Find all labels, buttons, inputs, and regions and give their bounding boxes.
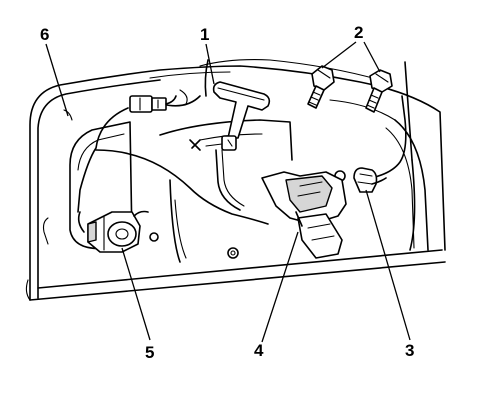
rod-clip: [353, 167, 387, 193]
t-handle-switch: [189, 81, 271, 151]
mounting-bolt-left: [307, 65, 335, 109]
door-latch-assembly: [261, 171, 347, 259]
callout-labels: 1 2 3 4 5 6: [40, 23, 414, 362]
leader-3: [365, 189, 411, 341]
leader-2a: [321, 41, 357, 69]
leader-lines: [45, 41, 411, 343]
callout-4: 4: [254, 341, 264, 360]
electrical-connector: [129, 95, 177, 113]
leader-5: [121, 247, 151, 341]
lock-actuator-motor: [77, 210, 149, 253]
callout-3: 3: [405, 341, 414, 360]
callout-2: 2: [354, 23, 363, 42]
callout-1: 1: [200, 25, 209, 44]
leader-4: [261, 231, 299, 343]
leader-2b: [363, 41, 381, 73]
callout-5: 5: [145, 343, 154, 362]
mounting-bolt-right: [365, 69, 393, 113]
door-inner-panel: [25, 59, 446, 301]
leader-1: [205, 43, 215, 85]
callout-6: 6: [40, 25, 49, 44]
leader-6: [45, 43, 69, 117]
